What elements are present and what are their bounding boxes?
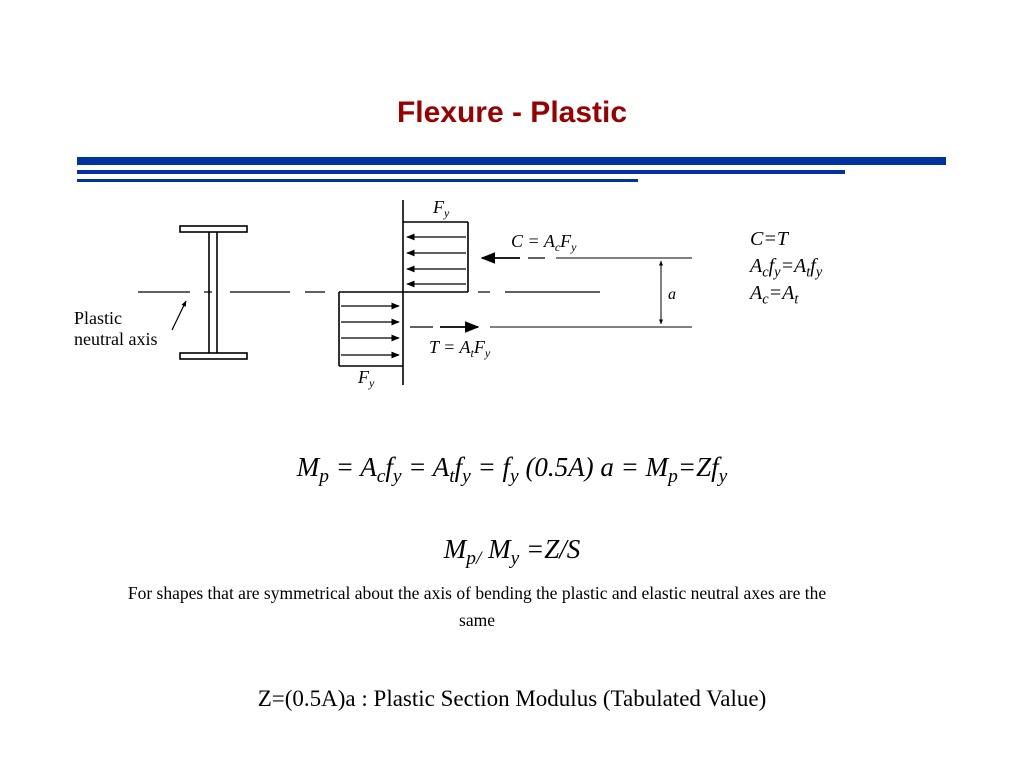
equation-area-equal: Ac=At [750,282,799,308]
fy-bottom-label: Fy [357,367,375,390]
shape-factor-equation: Mp/ My =Z/S [443,534,581,569]
i-beam-section [179,225,248,360]
plastic-section-modulus-definition: Z=(0.5A)a : Plastic Section Modulus (Tab… [257,686,767,711]
lever-arm-label: a [668,286,676,303]
pna-leader-arrow [171,300,187,331]
tension-stress-block [338,291,403,367]
slide-title: Flexure - Plastic [396,96,628,129]
title-rule-middle [77,170,845,174]
tension-resultant-label: T = AtFy [429,337,491,360]
equation-area-force: Acfy=Atfy [750,255,823,281]
lever-arm-dimension [490,257,692,328]
symmetry-note: For shapes that are symmetrical about th… [127,583,827,630]
force-balance-equations: C=T Acfy=Atfy Ac=At [750,226,822,307]
equation-c-equals-t: C=T [750,228,788,250]
fy-top-label: Fy [432,197,450,220]
compression-stress-block [403,221,469,293]
compression-resultant-label: C = AcFy [511,231,577,254]
pna-label-line1: Plastic [74,308,122,328]
pna-label-line2: neutral axis [74,329,157,349]
title-rule-bottom [77,179,638,182]
title-rule-top [77,157,946,165]
plastic-moment-equation: Mp = Acfy = Atfy = fy (0.5A) a = Mp=Zfy [296,452,728,487]
